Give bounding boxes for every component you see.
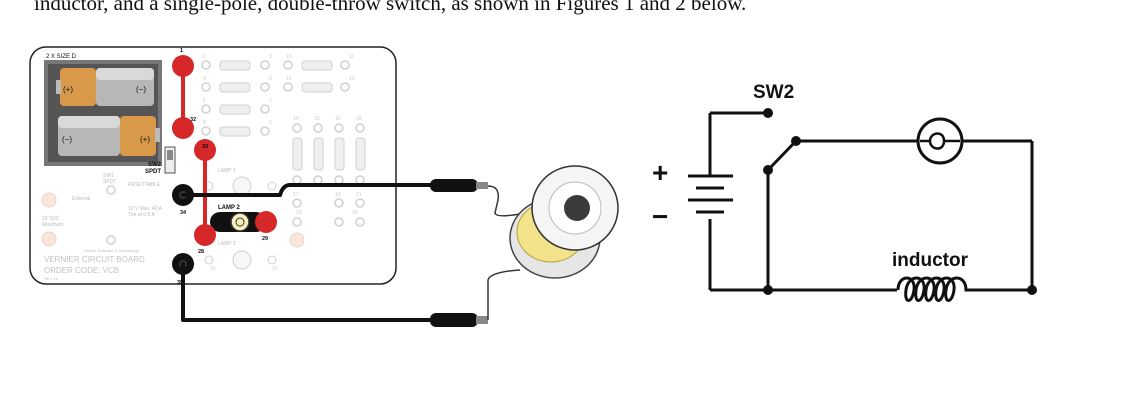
board-footer-1: VERNIER CIRCUIT BOARD — [44, 255, 145, 264]
term-25: 25 — [352, 210, 358, 216]
resistor-r5 — [301, 60, 333, 71]
lamp3-label: LAMP 3 — [218, 241, 236, 247]
switch-blade — [766, 139, 798, 172]
battery-minus-sign: − — [652, 201, 668, 232]
term-7: 7 — [269, 98, 272, 104]
vdc-label: 10 VDC — [42, 216, 60, 222]
board-rev: REV 1A — [44, 276, 59, 281]
inductor-label: inductor — [892, 250, 969, 271]
wire-bottom — [181, 262, 438, 322]
vernier-label: Vernier Software & Technology — [84, 248, 139, 253]
terminal-28 — [194, 224, 216, 246]
faded-components: 2 3 4 5 6 7 8 9 10 11 12 13 14 15 16 18 … — [41, 54, 366, 281]
caption-text: inductor, and a single-pole, double-thro… — [34, 0, 747, 15]
term-6: 6 — [203, 98, 206, 104]
term-9: 9 — [269, 120, 272, 126]
label-32: 32 — [190, 117, 196, 123]
term-3: 3 — [269, 54, 272, 60]
term-23: 23 — [296, 210, 302, 216]
label-33: 33 — [202, 144, 208, 150]
term-10: 10 — [286, 54, 292, 60]
plug-top — [430, 179, 478, 192]
term-19: 19 — [335, 192, 341, 198]
battery-plus-sign: + — [652, 157, 668, 188]
battery-bottom-plus: (+) — [140, 135, 150, 144]
label-29: 29 — [262, 236, 268, 242]
inductor-coil — [509, 165, 619, 279]
resettable-label: RESETTABLE — [128, 182, 161, 188]
term-21: 21 — [356, 192, 362, 198]
switch-pivot — [763, 165, 773, 175]
term-4: 4 — [203, 76, 206, 82]
term-17: 17 — [293, 192, 299, 198]
sw2-board-type: SPDT — [145, 169, 161, 175]
term-5: 5 — [269, 76, 272, 82]
trip-label: Trip at 0.8 A — [128, 212, 155, 218]
junction-right — [1027, 285, 1037, 295]
wire-top — [181, 183, 438, 197]
circuit-board: 2 X SIZE D (+) (−) (−) (+) SW2 SPDT — [29, 46, 397, 286]
coil-core — [564, 195, 590, 221]
terminal-29 — [255, 211, 277, 233]
sw2-board-label: SW2 — [148, 162, 162, 168]
coil-lead-bottom — [487, 269, 521, 320]
sw1-type: SPDT — [103, 179, 116, 185]
power-jack-2 — [41, 231, 57, 247]
sw1-label: SW1 — [103, 173, 114, 179]
term-12: 12 — [286, 76, 292, 82]
lamp1-bulb — [232, 176, 252, 196]
terminal-1 — [172, 55, 194, 77]
resistor-r2 — [219, 82, 251, 93]
external-label: External — [72, 196, 90, 202]
terminal-32 — [172, 117, 194, 139]
label-1: 1 — [180, 48, 183, 54]
schematic-sw2-label: SW2 — [753, 82, 794, 103]
term-30: 30 — [210, 266, 216, 272]
lamp3-bulb — [232, 250, 252, 270]
plug-bottom — [430, 313, 478, 327]
coil-lead-top — [487, 185, 521, 217]
power-jack-1 — [41, 192, 57, 208]
battery-label: 2 X SIZE D — [46, 54, 77, 60]
lamp2-label: LAMP 2 — [218, 205, 241, 211]
battery-holder: 2 X SIZE D (+) (−) (−) (+) — [44, 54, 162, 166]
term-2: 2 — [203, 54, 206, 60]
terminal-33 — [194, 139, 216, 161]
battery-top-minus: (−) — [136, 85, 146, 94]
term-11: 11 — [349, 54, 354, 60]
junction-bottom — [763, 285, 773, 295]
inductor-symbol — [896, 276, 975, 302]
switch-contact-right — [791, 136, 801, 146]
term-13: 13 — [349, 76, 355, 82]
switch-contact-top — [763, 108, 773, 118]
schematic — [688, 111, 1034, 292]
term-31: 31 — [272, 266, 278, 272]
max-label: Maximum — [42, 222, 64, 228]
battery-top-plus: (+) — [63, 85, 73, 94]
label-35: 35 — [177, 280, 183, 286]
term-15: 15 — [314, 116, 320, 122]
wires — [181, 183, 438, 322]
label-28: 28 — [198, 249, 204, 255]
battery-top-gold — [60, 68, 96, 106]
term-14: 14 — [293, 116, 299, 122]
term-18: 18 — [356, 116, 362, 122]
term-8: 8 — [203, 120, 206, 126]
term-16: 16 — [335, 116, 341, 122]
lamp1-label: LAMP 1 — [218, 168, 236, 174]
resistor-r1 — [219, 60, 251, 71]
resistor-r3 — [219, 104, 251, 115]
rating-label: 10 V Max. 40 A — [128, 206, 163, 212]
battery-bottom-gold — [120, 116, 156, 156]
resistor-r6 — [301, 82, 333, 93]
board-footer-2: ORDER CODE: VCB — [44, 266, 119, 275]
battery-bottom-minus: (−) — [62, 135, 72, 144]
resistor-r4 — [219, 126, 251, 137]
lamp2-bulb — [230, 212, 250, 232]
lamp-symbol — [916, 117, 964, 165]
label-34: 34 — [180, 210, 187, 216]
